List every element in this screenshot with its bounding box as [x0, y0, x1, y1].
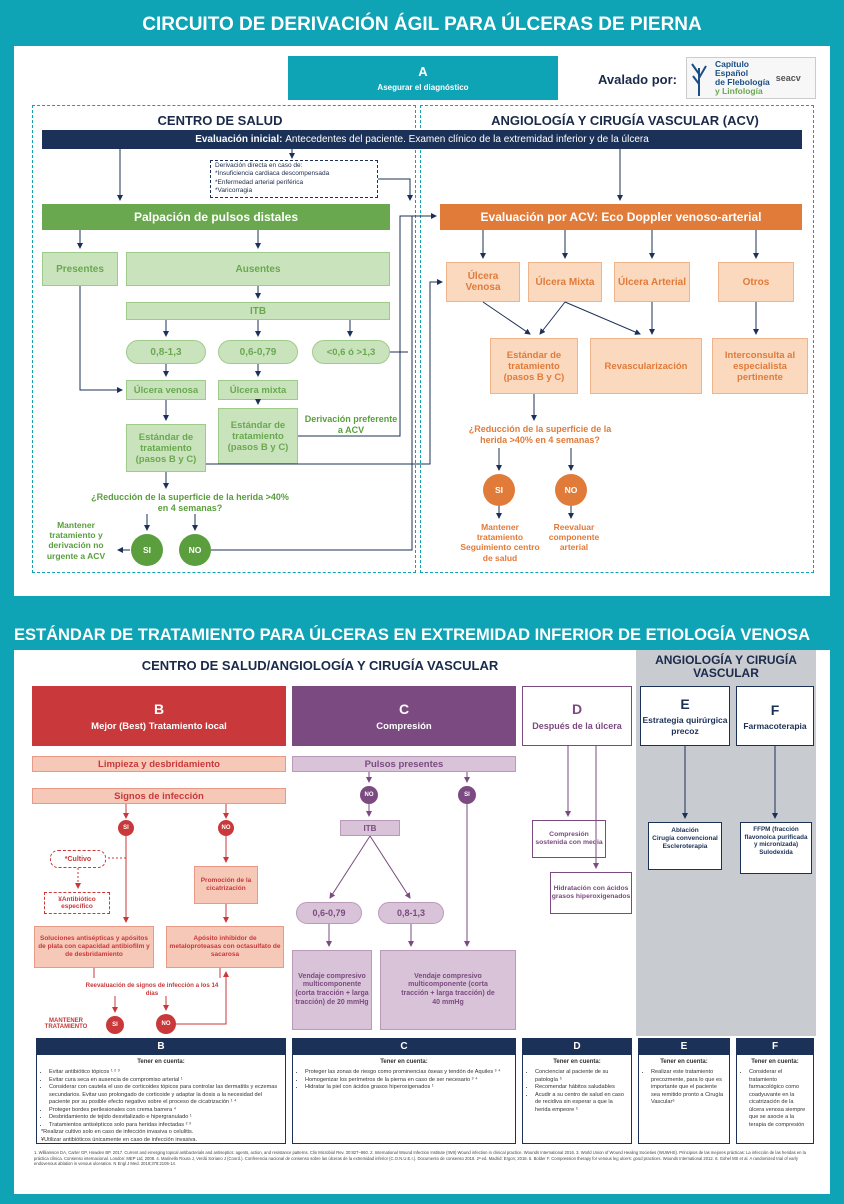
box-a: A Asegurar el diagnóstico — [288, 56, 558, 100]
no-circle: NO — [179, 534, 211, 566]
cultivo-box: *Cultivo — [50, 850, 106, 868]
box-c: C Compresión — [292, 686, 516, 746]
box-a-letter: A — [418, 64, 428, 79]
c-itb-range-1: 0,6-0,79 — [296, 902, 362, 924]
references: 1. Williamson DA, Carter GP, Howden BP. … — [34, 1150, 806, 1167]
centro-salud-header: CENTRO DE SALUD — [157, 113, 283, 128]
e-item: Ablación — [671, 827, 699, 834]
b-no-circle: NO — [218, 820, 234, 836]
box-e: E Estrategia quirúrgica precoz — [640, 686, 730, 746]
note-head-b: B — [36, 1038, 286, 1054]
acv-otros: Otros — [718, 262, 794, 302]
signos-box: Signos de infección — [32, 788, 286, 804]
hidratacion-box: Hidratación con ácidos grasos hiperoxige… — [550, 872, 632, 914]
eval-text: Antecedentes del paciente. Examen clínic… — [285, 134, 649, 145]
notes-f: Tener en cuenta: Considerar el tratamien… — [736, 1054, 814, 1144]
reevaluacion-text: Reevaluación de signos de infección a lo… — [85, 982, 219, 997]
f-item: Sulodexida — [759, 848, 793, 856]
page-title: CIRCUITO DE DERIVACIÓN ÁGIL PARA ÚLCERAS… — [142, 14, 702, 35]
notes-e: Tener en cuenta: Realizar este tratamien… — [638, 1054, 730, 1144]
vendaje-20-box: Vendaje compresivo multicomponente (cort… — [292, 950, 372, 1030]
antibiotico-box: ¥Antibiótico específico — [44, 892, 110, 914]
acv-frame — [420, 105, 814, 573]
derivacion-preferente: Derivación preferente a ACV — [304, 414, 398, 435]
aposito-box: Apósito inhibidor de metaloproteasas con… — [166, 926, 284, 968]
revascularizacion-box: Revascularización — [590, 338, 702, 394]
estandar-venosa-box: Estándar de tratamiento (pasos B y C) — [126, 424, 206, 472]
acv-reduccion-question: ¿Reducción de la superficie de la herida… — [468, 424, 612, 446]
avalado-label: Avalado por: — [598, 72, 677, 87]
note-head-e: E — [638, 1038, 730, 1054]
note-head-c: C — [292, 1038, 516, 1054]
b-si2-circle: SI — [106, 1016, 124, 1034]
acv-no-circle: NO — [555, 474, 587, 506]
note-head-f: F — [736, 1038, 814, 1054]
acv-ulcera-arterial: Úlcera Arterial — [614, 262, 690, 302]
reduccion-question: ¿Reducción de la superficie de la herida… — [91, 492, 289, 514]
top-connectors — [77, 149, 759, 553]
acv-ulcera-venosa: Úlcera Venosa — [446, 262, 520, 302]
promocion-box: Promoción de la cicatrización — [194, 866, 258, 904]
notes-b: Tener en cuenta: Evitar antibiótico tópi… — [36, 1054, 286, 1144]
si-circle: SI — [131, 534, 163, 566]
box-d: D Después de la úlcera — [522, 686, 632, 746]
bottom-title: ESTÁNDAR DE TRATAMIENTO PARA ÚLCERAS EN … — [14, 626, 811, 644]
ausentes-box: Ausentes — [126, 252, 390, 286]
c-itb-range-2: 0,8-1,3 — [378, 902, 444, 924]
itb-box: ITB — [126, 302, 390, 320]
c-no-circle: NO — [360, 786, 378, 804]
acv-header: ANGIOLOGÍA Y CIRUGÍA VASCULAR (ACV) — [491, 113, 759, 128]
vendaje-40-box: Vendaje compresivo multicomponente (cort… — [380, 950, 516, 1030]
limpieza-box: Limpieza y desbridamiento — [32, 756, 286, 772]
eco-doppler-box: Evaluación por ACV: Eco Doppler venoso-a… — [440, 204, 802, 230]
interconsulta-box: Interconsulta al especialista pertinente — [712, 338, 808, 394]
e-item: Cirugía convencional — [652, 835, 718, 843]
acv-bottom-header: ANGIOLOGÍA Y CIRUGÍA VASCULAR — [655, 653, 797, 681]
c-si-circle: SI — [458, 786, 476, 804]
csa-header: CENTRO DE SALUD/ANGIOLOGÍA Y CIRUGÍA VAS… — [141, 658, 499, 673]
acv-si-circle: SI — [483, 474, 515, 506]
footer-note: *Con la colaboración de Urgo Medical — [660, 581, 822, 591]
box-f: F Farmacoterapia — [736, 686, 814, 746]
seacv-logo: seacv — [775, 73, 801, 83]
box-b: B Mejor (Best) Tratamiento local — [32, 686, 286, 746]
b-no2-circle: NO — [156, 1014, 176, 1034]
f-items-box: FFPM (fracción flavonoica purificada y m… — [740, 822, 812, 874]
mantener-trat-text: MANTENER TRATAMIENTO — [44, 1018, 88, 1030]
f-item: FFPM (fracción flavonoica purificada y m… — [744, 826, 808, 849]
itb-range-3: <0,6 ó >1,3 — [312, 340, 390, 364]
compresion-media-box: Compresión sostenida con media — [532, 820, 606, 858]
pulsos-box: Pulsos presentes — [292, 756, 516, 772]
b-si-circle: SI — [118, 820, 134, 836]
presentes-box: Presentes — [42, 252, 118, 286]
notes-c: Tener en cuenta: Proteger las zonas de r… — [292, 1054, 516, 1144]
acv-estandar-box: Estándar de tratamiento (pasos B y C) — [490, 338, 578, 394]
acv-ulcera-mixta: Úlcera Mixta — [528, 262, 602, 302]
soluciones-box: Soluciones antisépticas y apósitos de pl… — [34, 926, 154, 968]
acv-no-text: Reevaluar componente arterial — [548, 522, 600, 553]
centro-salud-frame — [32, 105, 416, 573]
mantener-text: Mantener tratamiento y derivación no urg… — [46, 520, 106, 561]
itb-range-1: 0,8-1,3 — [126, 340, 206, 364]
evaluacion-inicial-bar: Evaluación inicial: Antecedentes del pac… — [42, 130, 802, 149]
vein-logo-icon — [691, 63, 707, 96]
e-item: Escleroterapia — [662, 843, 708, 851]
palpacion-box: Palpación de pulsos distales — [42, 204, 390, 230]
ulcera-venosa-box: Úlcera venosa — [126, 380, 206, 400]
c-itb-box: ITB — [340, 820, 400, 836]
note-head-d: D — [522, 1038, 632, 1054]
itb-range-2: 0,6-0,79 — [218, 340, 298, 364]
e-items-box: Ablación Cirugía convencional Escleroter… — [648, 822, 722, 870]
box-a-subtitle: Asegurar el diagnóstico — [377, 83, 469, 92]
eval-bold: Evaluación inicial: — [195, 134, 283, 145]
derivacion-directa-box: Derivación directa en caso de:*Insuficie… — [210, 160, 378, 198]
acv-si-text: Mantener tratamiento Seguimiento centro … — [460, 522, 540, 563]
notes-d: Tener en cuenta: Concienciar al paciente… — [522, 1054, 632, 1144]
